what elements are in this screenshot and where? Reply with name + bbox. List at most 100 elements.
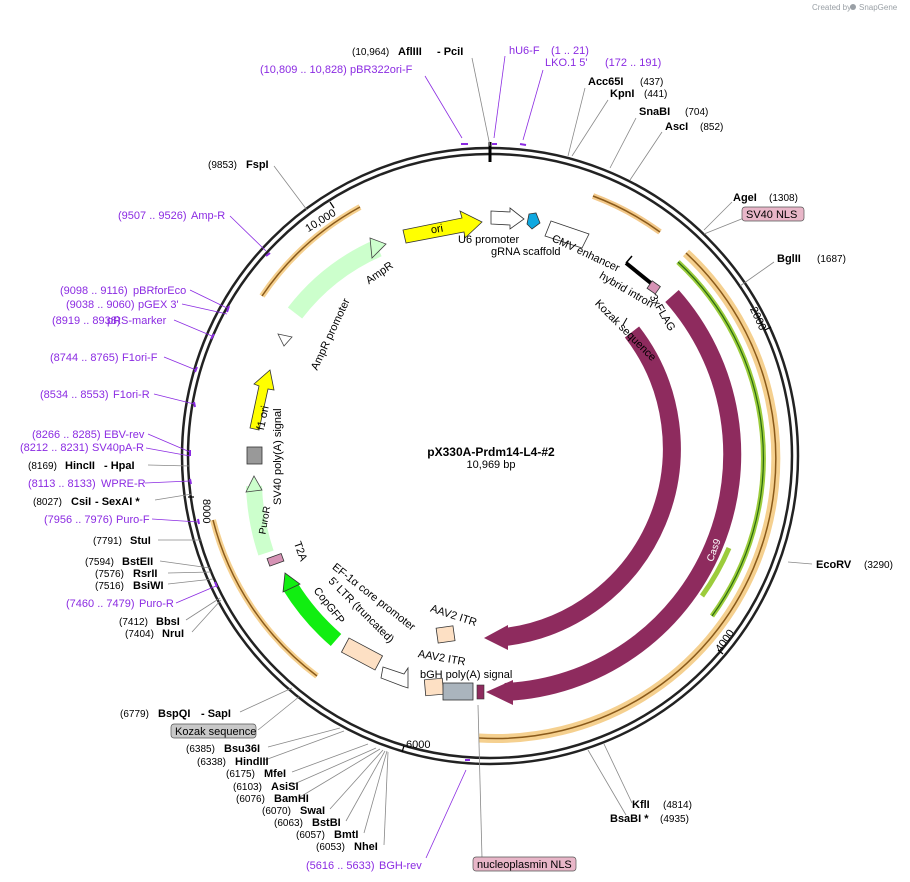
enzyme-sexai-name[interactable]: - SexAI *: [95, 496, 140, 508]
nucleoplasmin-nls-feature: [476, 684, 485, 700]
enzyme-nhei-name[interactable]: NheI: [354, 841, 378, 853]
primer-f1orir-name[interactable]: F1ori-R: [113, 389, 150, 401]
enzyme-sapi-name[interactable]: - SapI: [201, 708, 231, 720]
leader-pbr322ori: [424, 75, 463, 139]
primer-bghrev-range: (5616 .. 5633): [306, 860, 375, 872]
leader-acc65i: [567, 87, 586, 157]
enzyme-bstbi-name[interactable]: BstBI: [312, 817, 341, 829]
enzyme-bmti-name[interactable]: BmtI: [334, 829, 358, 841]
leader-mfei: [291, 743, 369, 773]
enzyme-bsteii-name[interactable]: BstEII: [122, 556, 153, 568]
enzyme-hindiii-name[interactable]: HindIII: [235, 756, 269, 768]
enzyme-hincii-name[interactable]: HincII: [65, 460, 95, 472]
orange-track-ampr-line: [261, 206, 361, 297]
created-by-text: Created by: [812, 3, 851, 12]
enzyme-acc65i-name[interactable]: Acc65I: [588, 76, 623, 88]
enzyme-bsu36i-name[interactable]: Bsu36I: [224, 743, 260, 755]
enzyme-hincii-pos: (8169): [28, 461, 57, 472]
enzyme-bsu36i-pos: (6385): [186, 744, 215, 755]
enzyme-fspi-name[interactable]: FspI: [246, 159, 269, 171]
primer-puror-range: (7460 .. 7479): [66, 598, 135, 610]
enzyme-ecorv-pos: (3290): [864, 560, 893, 571]
cas9-inner-arc: [503, 326, 681, 646]
primer-pbrforeco-name[interactable]: pBRforEco: [133, 285, 186, 297]
leader-ampr-primer: [229, 215, 267, 252]
aav2-itr-1-label: AAV2 ITR: [429, 603, 478, 629]
enzyme-asisi-name[interactable]: AsiSI: [271, 781, 299, 793]
enzyme-kfli-pos: (4814): [663, 800, 692, 811]
primer-bghrev-name[interactable]: BGH-rev: [379, 860, 422, 872]
leader-hincii: [147, 464, 191, 467]
green-track-small: [699, 547, 732, 598]
orange-track-left-line: [212, 519, 318, 677]
hybrid-intron-feature: [624, 261, 654, 286]
nucleoplasmin-nls-box[interactable]: [472, 856, 577, 872]
enzyme-nrui-pos: (7404): [125, 629, 154, 640]
primer-f1orif-name[interactable]: F1ori-F: [122, 352, 158, 364]
enzyme-kpni-name[interactable]: KpnI: [610, 88, 634, 100]
leader-bspqi: [239, 687, 293, 713]
kozak-sequence-box[interactable]: [170, 723, 257, 739]
enzyme-bstbi-pos: (6063): [274, 818, 303, 829]
tick-label-2000: 2000: [747, 305, 768, 332]
leader-hu6: [493, 55, 506, 139]
left-features: AmpR AmpR promoter f1 ori SV40 poly(A) s…: [245, 237, 418, 689]
primer-purof-name[interactable]: Puro-F: [116, 514, 150, 526]
enzyme-pcii-name[interactable]: - PciI: [437, 46, 463, 58]
ampr-promoter-feature: [274, 313, 300, 340]
leader-lines: [144, 55, 813, 859]
enzyme-agei-name[interactable]: AgeI: [733, 192, 757, 204]
primer-sv40pa-name[interactable]: SV40pA-R: [92, 442, 144, 454]
leader-nucleoplasmin: [477, 704, 483, 859]
nucleoplasmin-nls-label: nucleoplasmin NLS: [477, 859, 572, 871]
enzyme-bglii-name[interactable]: BglII: [777, 253, 801, 265]
leader-fspi: [273, 165, 308, 211]
ef1a-feature: [340, 637, 384, 671]
leader-bghrev: [425, 769, 467, 859]
primer-ampr-name[interactable]: Amp-R: [191, 210, 225, 222]
primer-mark-prs: [210, 333, 215, 340]
enzyme-bsabi-name[interactable]: BsaBI *: [610, 813, 649, 825]
primer-wpre-name[interactable]: WPRE-R: [101, 478, 146, 490]
f1-ori-label: f1 ori: [255, 405, 272, 431]
leader-afliii: [471, 57, 491, 147]
enzyme-hpai-name[interactable]: - HpaI: [104, 460, 135, 472]
enzyme-bbsi-name[interactable]: BbsI: [156, 616, 180, 628]
leader-pgex3: [181, 303, 228, 315]
sv40-nls-box[interactable]: [741, 206, 805, 222]
primer-lko-range: (172 .. 191): [605, 57, 661, 69]
primer-lko-name[interactable]: LKO.1 5': [545, 57, 587, 69]
enzyme-stui-name[interactable]: StuI: [130, 535, 151, 547]
primer-pbr322ori-name[interactable]: pBR322ori-F: [350, 64, 413, 76]
primer-ebvrev-name[interactable]: EBV-rev: [104, 429, 145, 441]
enzyme-bspqi-name[interactable]: BspQI: [158, 708, 190, 720]
primer-puror-name[interactable]: Puro-R: [139, 598, 174, 610]
snapgene-logo-icon: [850, 4, 856, 10]
primer-f1orif-range: (8744 .. 8765): [50, 352, 119, 364]
enzyme-csii-name[interactable]: CsiI: [71, 496, 91, 508]
enzyme-swai-name[interactable]: SwaI: [300, 805, 325, 817]
primer-prs-range: (8919 .. 8938): [52, 315, 121, 327]
enzyme-snabi-name[interactable]: SnaBI: [639, 106, 670, 118]
enzyme-afliii-name[interactable]: AflIII: [398, 46, 422, 58]
enzyme-asci-name[interactable]: AscI: [665, 121, 688, 133]
primer-hu6-name[interactable]: hU6-F: [509, 45, 540, 57]
ampr-label: AmpR: [364, 260, 396, 287]
enzyme-kfli-name[interactable]: KflI: [632, 799, 650, 811]
primer-hu6-range: (1 .. 21): [551, 45, 589, 57]
copgfp-arrowhead: [282, 572, 301, 593]
enzyme-ecorv-name[interactable]: EcoRV: [816, 559, 852, 571]
enzyme-bamhi-name[interactable]: BamHI: [274, 793, 309, 805]
cmv-enhancer-feature: [544, 220, 590, 249]
primer-pbr322ori-range: (10,809 .. 10,828): [260, 64, 347, 76]
primer-prs-name[interactable]: pRS-marker: [107, 315, 167, 327]
plasmid-size: 10,969 bp: [467, 459, 516, 471]
enzyme-mfei-name[interactable]: MfeI: [264, 768, 286, 780]
enzyme-nrui-name[interactable]: NruI: [162, 628, 184, 640]
primer-pgex3-name[interactable]: pGEX 3': [138, 299, 179, 311]
enzyme-bsiwi-name[interactable]: BsiWI: [133, 580, 164, 592]
enzyme-asci-pos: (852): [700, 122, 723, 133]
leader-kozak-box: [257, 695, 301, 731]
enzyme-rsrii-name[interactable]: RsrII: [133, 568, 157, 580]
